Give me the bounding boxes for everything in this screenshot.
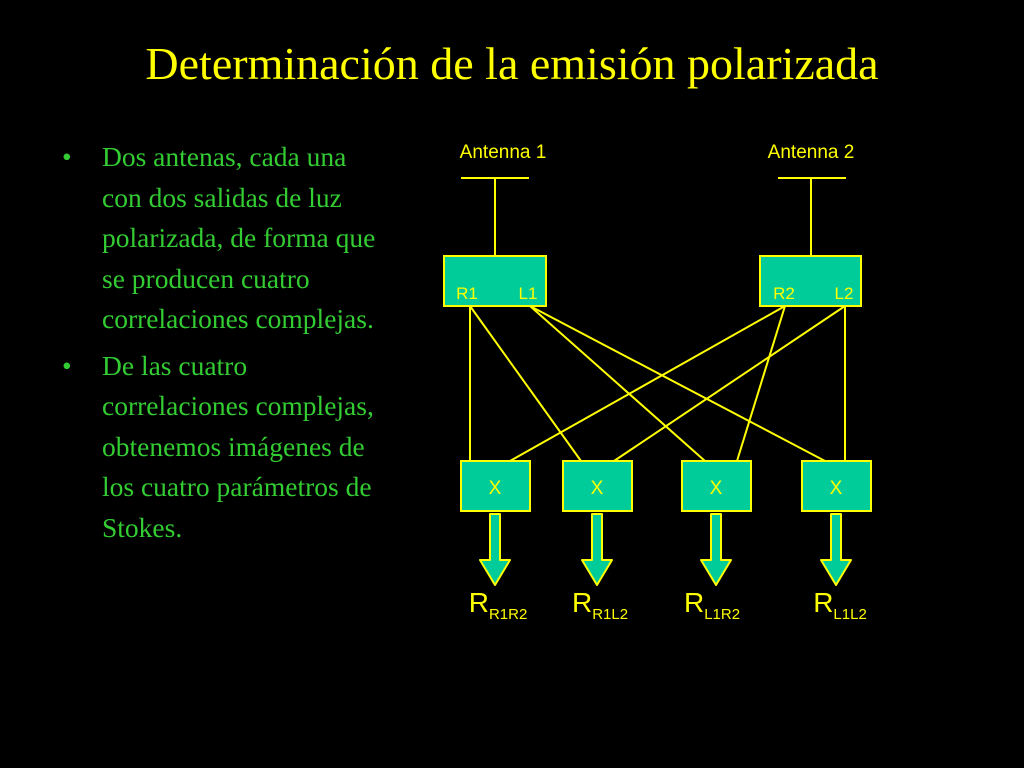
correlator-3-output-arrow — [700, 513, 732, 586]
antenna-1-label: Antenna 1 — [460, 142, 547, 163]
receiver-2-output-l2: L2 — [835, 284, 854, 303]
receiver-1-output-r1: R1 — [456, 284, 478, 303]
bullet-item: • Dos antenas, cada una con dos salidas … — [60, 137, 380, 340]
bullet-text: Dos antenas, cada una con dos salidas de… — [102, 141, 376, 334]
bullet-item: • De las cuatro correlaciones complejas,… — [60, 346, 380, 549]
wire-l1-to-x3 — [529, 305, 706, 462]
receiver-2-box — [759, 255, 862, 307]
wire-l1-to-x4 — [529, 305, 826, 462]
correlator-4-symbol: X — [830, 478, 843, 499]
slide-title: Determinación de la emisión polarizada — [145, 38, 879, 89]
wire-r2-to-x3 — [736, 305, 786, 462]
receiver-2-output-r2: R2 — [773, 284, 795, 303]
correlator-2-output-arrow — [581, 513, 613, 586]
correlator-2-box — [562, 460, 633, 512]
wire-l2-to-x2 — [613, 305, 846, 462]
correlator-4-output-arrow — [820, 513, 852, 586]
correlator-1-symbol: X — [489, 478, 502, 499]
receiver-1-box — [443, 255, 547, 307]
result-4-subscript: L1L2 — [833, 606, 866, 623]
result-1-subscript: R1R2 — [489, 606, 527, 623]
wire-r1-to-x2 — [469, 305, 582, 462]
result-4-main: R — [813, 587, 833, 618]
result-3-subscript: L1R2 — [704, 606, 740, 623]
antenna-2-label: Antenna 2 — [768, 142, 855, 163]
result-3-main: R — [684, 587, 704, 618]
result-3-label: RL1R2 — [684, 587, 740, 623]
result-1-label: RR1R2 — [469, 587, 528, 623]
correlator-3-box — [681, 460, 752, 512]
bullet-symbol: • — [62, 349, 72, 381]
correlator-1-output-arrow — [479, 513, 511, 586]
result-4-label: RL1L2 — [813, 587, 867, 623]
bullet-list: • Dos antenas, cada una con dos salidas … — [60, 137, 380, 554]
result-1-main: R — [469, 587, 489, 618]
bullet-symbol: • — [62, 141, 72, 172]
correlator-1-box — [460, 460, 531, 512]
wire-r2-to-x1 — [509, 305, 786, 462]
bullet-text: De las cuatro correlaciones complejas, o… — [102, 349, 374, 543]
receiver-1-output-l1: L1 — [519, 284, 538, 303]
correlator-3-symbol: X — [710, 478, 723, 499]
result-2-main: R — [572, 587, 592, 618]
result-2-subscript: R1L2 — [592, 606, 628, 623]
correlator-4-box — [801, 460, 872, 512]
result-2-label: RR1L2 — [572, 587, 628, 623]
correlator-2-symbol: X — [591, 478, 604, 499]
